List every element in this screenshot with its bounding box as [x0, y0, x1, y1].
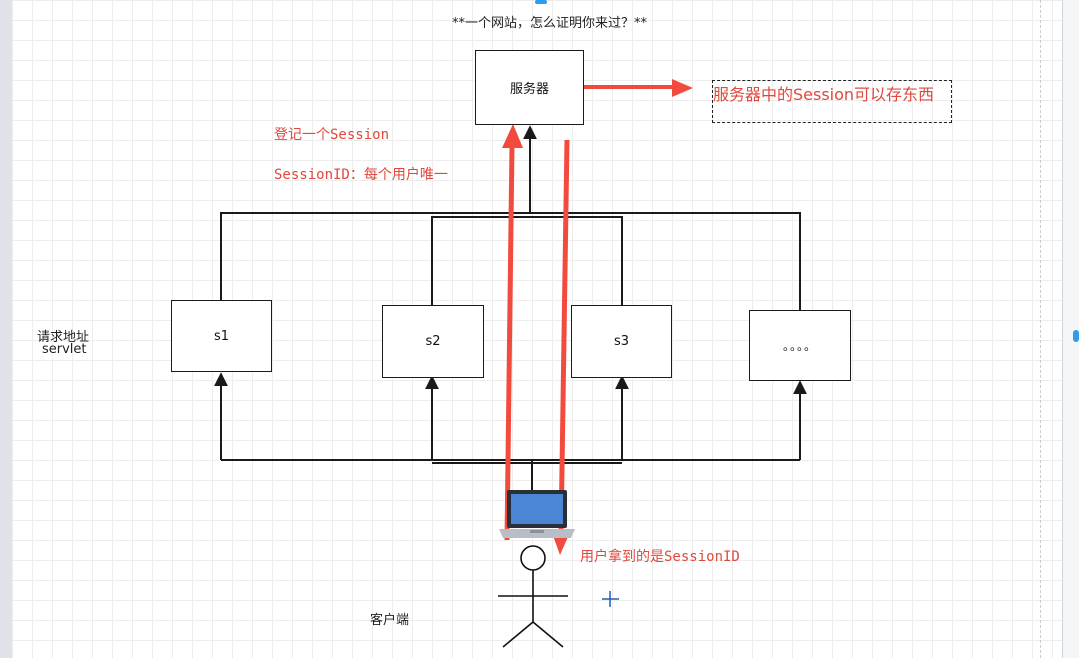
left-canvas-margin — [0, 0, 12, 658]
top-resize-handle[interactable] — [535, 0, 547, 4]
right-resize-handle[interactable] — [1073, 330, 1079, 342]
laptop-icon — [499, 490, 575, 538]
server-note-box[interactable] — [712, 80, 952, 123]
servlets-label-line2: servlet — [42, 342, 87, 357]
session-id-note: SessionID：每个用户唯一 — [274, 167, 448, 183]
client-label: 客户端 — [370, 613, 410, 628]
diagram-title: **一个网站，怎么证明你来过？** — [452, 16, 648, 31]
client-to-server-red-arrow — [502, 124, 523, 541]
stick-figure-icon — [498, 545, 568, 648]
register-session-note: 登记一个Session — [274, 127, 390, 143]
page-boundary — [1040, 0, 1041, 658]
crosshair-cursor-icon — [602, 591, 619, 607]
servlet-label: 。。。。 — [782, 339, 817, 353]
servlets-label-line1: 请求地址 — [37, 330, 90, 345]
servlet-box-s1[interactable]: s1 — [171, 300, 272, 372]
servlet-box-s2[interactable]: s2 — [382, 305, 484, 378]
right-scroll-area[interactable] — [1062, 0, 1079, 658]
servlet-box-s3[interactable]: s3 — [571, 305, 672, 378]
server-box[interactable]: 服务器 — [475, 50, 584, 125]
servlet-label: s2 — [425, 334, 441, 349]
user-session-id-note: 用户拿到的是SessionID — [580, 549, 740, 565]
servlet-label: s3 — [613, 334, 630, 349]
server-note-text: 服务器中的Session可以存东西 — [713, 85, 935, 104]
servlet-label: s1 — [213, 328, 230, 344]
server-label: 服务器 — [509, 82, 549, 97]
servlet-box-more[interactable]: 。。。。 — [749, 310, 851, 381]
servlets-to-server-connector — [220, 125, 801, 310]
server-to-note-red-arrow — [570, 79, 693, 97]
